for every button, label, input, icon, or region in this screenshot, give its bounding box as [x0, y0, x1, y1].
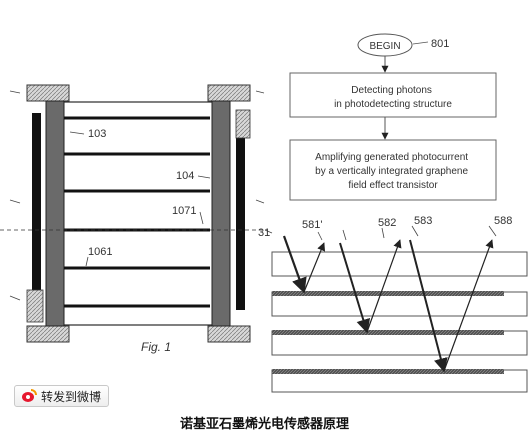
label-103: 103 — [88, 128, 106, 140]
contact-pad — [207, 325, 251, 343]
step2-line3: field effect transistor — [348, 180, 438, 191]
svg-text:Detecting photons in pho: Detecting photons in photodetecting stru… — [334, 85, 452, 110]
image-caption: 诺基亚石墨烯光电传感器原理 — [179, 417, 349, 432]
electrode-bar — [45, 100, 65, 327]
electrode-bar — [32, 113, 41, 296]
contact-pad — [207, 84, 251, 102]
svg-text:Amplifying generated photocurr: Amplifying generated photocurrent by a v… — [315, 152, 471, 191]
step-detect-box — [289, 72, 497, 118]
label-581: 581' — [302, 219, 322, 231]
flowchart: BEGIN 801 Detecting photons in photodete… — [289, 33, 497, 201]
share-label: 转发到微博 — [41, 389, 102, 404]
step-amplify-box — [289, 139, 497, 201]
share-to-weibo-button[interactable]: 转发到微博 — [14, 385, 109, 407]
label-31: 31 — [258, 227, 270, 239]
label-104: 104 — [176, 170, 194, 182]
step1-line2: in photodetecting structure — [334, 99, 452, 110]
weibo-icon — [21, 389, 37, 403]
contact-pad — [26, 325, 70, 343]
figure-title: Fig. 1 — [141, 340, 171, 354]
right-layer-figure: 31 581' 582 583 588 — [258, 215, 528, 393]
step1-line1: Detecting photons — [351, 85, 432, 96]
begin-ref: 801 — [431, 38, 449, 50]
graphene-layer — [272, 369, 504, 374]
label-1061: 1061 — [88, 246, 112, 258]
begin-label: BEGIN — [369, 41, 400, 52]
label-1071: 1071 — [172, 205, 196, 217]
label-582: 582 — [378, 217, 396, 229]
label-583: 583 — [414, 215, 432, 227]
electrode-bar — [211, 100, 231, 327]
left-device-figure: 103 104 1071 1061 Fig. 1 — [0, 84, 265, 354]
graphene-layer — [272, 330, 504, 335]
step2-line1: Amplifying generated photocurrent — [315, 152, 468, 163]
contact-pad — [26, 84, 70, 102]
graphene-layer — [272, 291, 504, 296]
electrode-bar — [236, 138, 245, 310]
step2-line2: by a vertically integrated graphene — [315, 166, 468, 177]
label-588: 588 — [494, 215, 512, 227]
